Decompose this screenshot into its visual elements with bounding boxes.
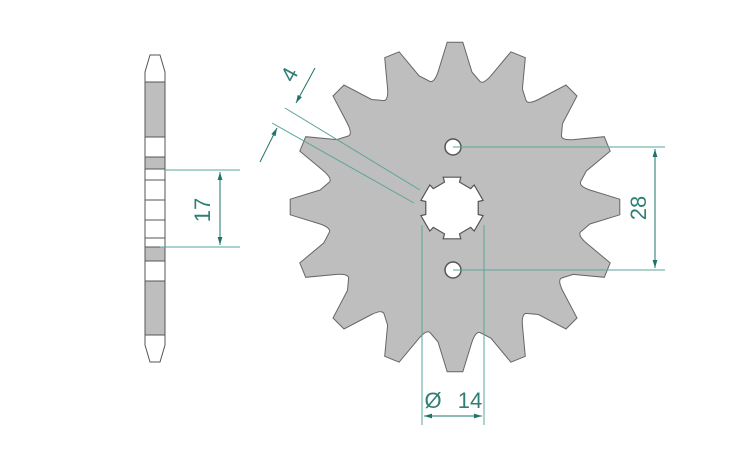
bore-dimension — [421, 225, 485, 425]
width-dimension — [160, 169, 240, 248]
tooth-thickness-dimension — [259, 67, 421, 204]
bore-diameter-label: 14 — [458, 388, 482, 413]
diameter-symbol: Ø — [424, 388, 441, 413]
side-view — [144, 54, 166, 363]
width-label: 17 — [190, 198, 215, 222]
bolt-spacing-label: 28 — [626, 196, 651, 220]
spline-bore — [419, 176, 485, 240]
tooth-thickness-label: 4 — [275, 63, 303, 86]
bolt-spacing-dimension — [453, 146, 665, 271]
